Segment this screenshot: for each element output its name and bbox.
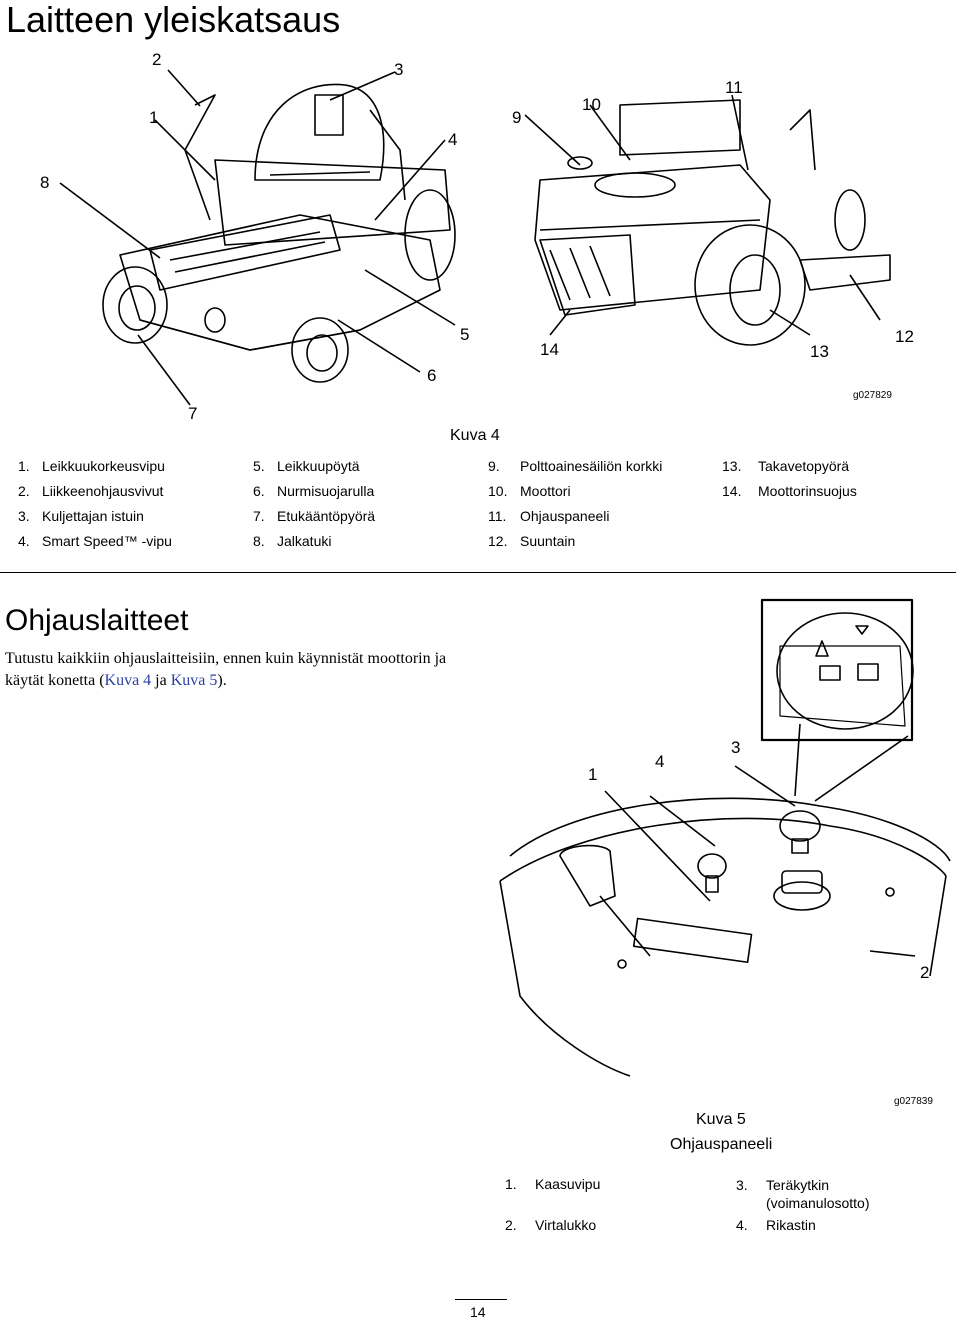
fig4-legend-col1: 1.Leikkuukorkeusvipu 2.Liikkeenohjausviv…	[18, 454, 172, 554]
legend-item: 1.Leikkuukorkeusvipu	[18, 458, 165, 474]
fig5-legend-item: 1.Kaasuvipu	[505, 1176, 601, 1192]
fig4-legend-col4: 13.Takavetopyörä 14.Moottorinsuojus	[722, 454, 857, 504]
fig5-callout-3: 3	[731, 738, 741, 757]
fig4-callout-3: 3	[394, 60, 404, 79]
section-paragraph: Tutustu kaikkiin ohjauslaitteisiin, enne…	[5, 648, 465, 692]
legend-item: 5.Leikkuupöytä	[253, 458, 360, 474]
section-title: Ohjauslaitteet	[5, 604, 189, 637]
legend-item: 12.Suuntain	[488, 533, 576, 549]
fig4-callout-5: 5	[460, 325, 470, 344]
control-panel-illustration	[499, 598, 951, 1077]
fig5-legend-item: 2.Virtalukko	[505, 1217, 597, 1233]
fig4-callout-13: 13	[810, 342, 829, 361]
fig4-callout-6: 6	[427, 366, 437, 385]
legend-item: 10.Moottori	[488, 483, 571, 499]
paragraph-text: Tutustu kaikkiin ohjauslaitteisiin, enne…	[5, 650, 447, 689]
page-heading: Laitteen yleiskatsaus	[6, 0, 341, 40]
fig5-legend-item: 3.Teräkytkin (voimanulosotto)	[736, 1177, 870, 1211]
legend-item: 4.Smart Speed™ -vipu	[18, 533, 172, 549]
fig4-caption: Kuva 4	[450, 427, 500, 444]
fig5-subcaption: Ohjauspaneeli	[670, 1136, 773, 1153]
legend-item: 6.Nurmisuojarulla	[253, 483, 375, 499]
fig5-callout-2: 2	[920, 963, 930, 982]
mower-front-illustration	[59, 69, 456, 406]
paragraph-text: ja	[151, 672, 171, 689]
legend-item: 11.Ohjauspaneeli	[488, 508, 610, 524]
page-number-rule	[455, 1299, 507, 1300]
section-divider	[0, 572, 956, 573]
fig4-callout-9: 9	[512, 108, 522, 127]
mower-rear-illustration	[524, 94, 891, 346]
legend-item: 7.Etukääntöpyörä	[253, 508, 376, 524]
page-number: 14	[470, 1304, 486, 1320]
fig4-callout-11: 11	[725, 78, 743, 97]
fig5-image-tag: g027839	[894, 1096, 933, 1107]
legend-item: 3.Kuljettajan istuin	[18, 508, 144, 524]
legend-item: 9.Polttoainesäiliön korkki	[488, 458, 663, 474]
link-kuva-5[interactable]: Kuva 5	[170, 672, 218, 689]
legend-item: 14.Moottorinsuojus	[722, 483, 857, 499]
fig5-legend-item: 4.Rikastin	[736, 1217, 816, 1233]
fig5-caption: Kuva 5	[696, 1111, 746, 1128]
link-kuva-4[interactable]: Kuva 4	[104, 672, 152, 689]
paragraph-text: ).	[217, 672, 227, 689]
legend-item: 2.Liikkeenohjausvivut	[18, 483, 164, 499]
fig5-callout-4: 4	[655, 752, 665, 771]
fig4-callout-4: 4	[448, 130, 458, 149]
fig4-legend-col2: 5.Leikkuupöytä 6.Nurmisuojarulla 7.Etukä…	[253, 454, 375, 554]
fig4-image-tag: g027829	[853, 390, 892, 401]
fig4-callout-10: 10	[582, 95, 601, 114]
fig4-callout-12: 12	[895, 327, 914, 346]
fig5-callout-1: 1	[588, 765, 598, 784]
legend-item: 13.Takavetopyörä	[722, 458, 850, 474]
fig4-callout-1: 1	[149, 108, 159, 127]
fig4-callout-14: 14	[540, 340, 559, 359]
fig4-callout-2: 2	[152, 50, 162, 69]
fig4-callout-8: 8	[40, 173, 50, 192]
fig4-legend-col3: 9.Polttoainesäiliön korkki 10.Moottori 1…	[488, 454, 662, 554]
fig4-callout-7: 7	[188, 404, 198, 423]
legend-item: 8.Jalkatuki	[253, 533, 332, 549]
